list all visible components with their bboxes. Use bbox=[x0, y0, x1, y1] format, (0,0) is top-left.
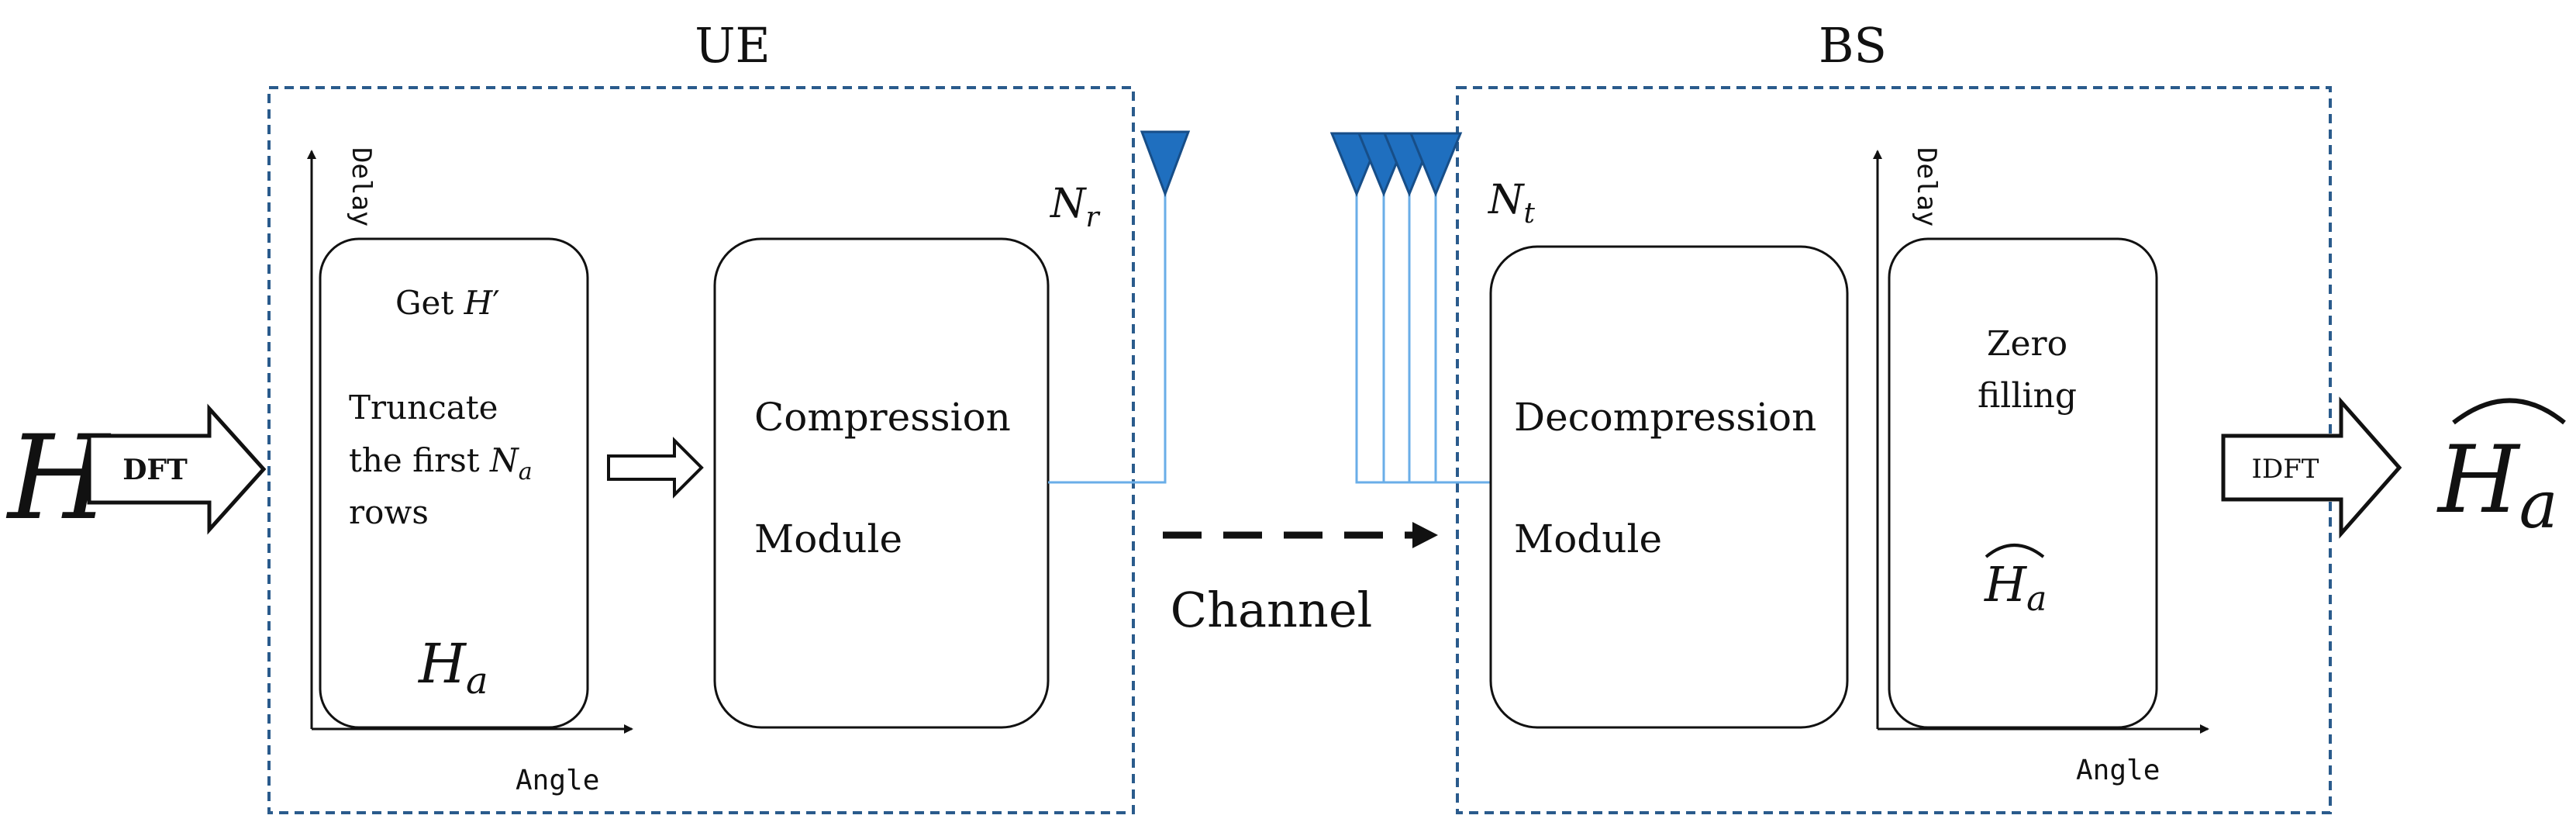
compression-module-label: Module bbox=[754, 516, 902, 561]
compression-label: Compression bbox=[754, 395, 1011, 440]
truncate-text: Truncate bbox=[349, 389, 498, 427]
bs-hat-icon bbox=[1985, 544, 2045, 558]
bs-angle-label: Angle bbox=[2076, 755, 2160, 786]
channel-arrowhead bbox=[1412, 522, 1438, 548]
filling-label: filling bbox=[1978, 376, 2077, 416]
first-na-rows-text: the first Na bbox=[349, 441, 533, 485]
compression-module bbox=[713, 237, 1050, 729]
output-symbol: Ha bbox=[2436, 427, 2558, 543]
bs-antenna-feed bbox=[1355, 185, 1491, 484]
bs-ha-symbol: Ha bbox=[1984, 556, 2047, 619]
ue-ha-symbol: Ha bbox=[417, 632, 488, 703]
dft-label: DFT bbox=[122, 454, 188, 486]
channel-label: Channel bbox=[1171, 582, 1373, 638]
idft-arrow bbox=[2221, 396, 2402, 539]
zero-filling-box bbox=[1888, 237, 2158, 729]
bs-label: BS bbox=[1819, 17, 1887, 74]
ue-container bbox=[267, 86, 1135, 814]
truncate-to-compression-arrow bbox=[607, 437, 704, 499]
decompression-module-label: Module bbox=[1514, 516, 1662, 561]
ue-delay-label: Delay bbox=[346, 147, 377, 226]
idft-label: IDFT bbox=[2252, 454, 2319, 485]
bs-delay-label: Delay bbox=[1911, 147, 1942, 226]
decompression-label: Decompression bbox=[1514, 395, 1816, 440]
ue-antenna-icon bbox=[1140, 130, 1191, 198]
nr-label: Nr bbox=[1049, 181, 1101, 233]
dft-arrow bbox=[87, 403, 267, 535]
bs-container bbox=[1456, 86, 2332, 814]
ue-antenna-feed bbox=[1048, 186, 1167, 484]
truncate-box bbox=[319, 237, 589, 729]
decompression-module bbox=[1489, 245, 1849, 729]
rows-text: rows bbox=[349, 493, 429, 531]
bs-antenna-icon bbox=[1409, 132, 1463, 197]
zero-label: Zero bbox=[1987, 324, 2067, 364]
ue-angle-label: Angle bbox=[516, 765, 599, 796]
nt-label: Nt bbox=[1487, 177, 1536, 230]
ue-label: UE bbox=[695, 17, 771, 74]
output-hat-icon bbox=[2452, 398, 2566, 425]
get-h-prime-text: Get H′ bbox=[395, 284, 500, 322]
